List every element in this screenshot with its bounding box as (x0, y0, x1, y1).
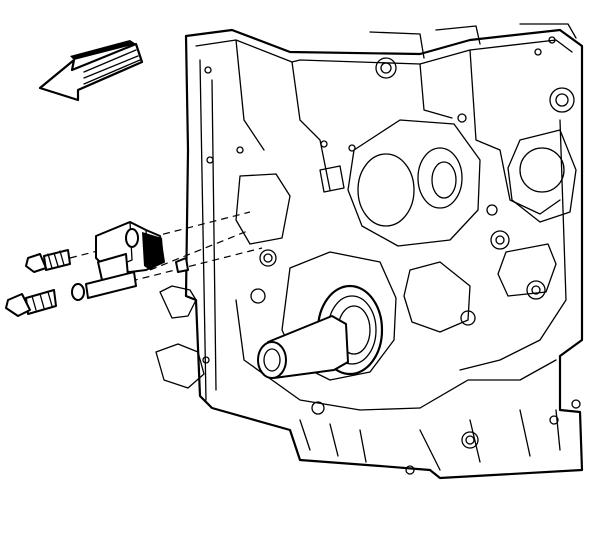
sensor-bolt-lower (5, 271, 137, 317)
engine-front-cover (155, 23, 584, 480)
crankshaft-front-seal (257, 251, 397, 381)
sensor-bolt-upper (25, 249, 71, 273)
crankshaft-position-sensor (95, 221, 189, 281)
direction-arrow (38, 40, 144, 102)
